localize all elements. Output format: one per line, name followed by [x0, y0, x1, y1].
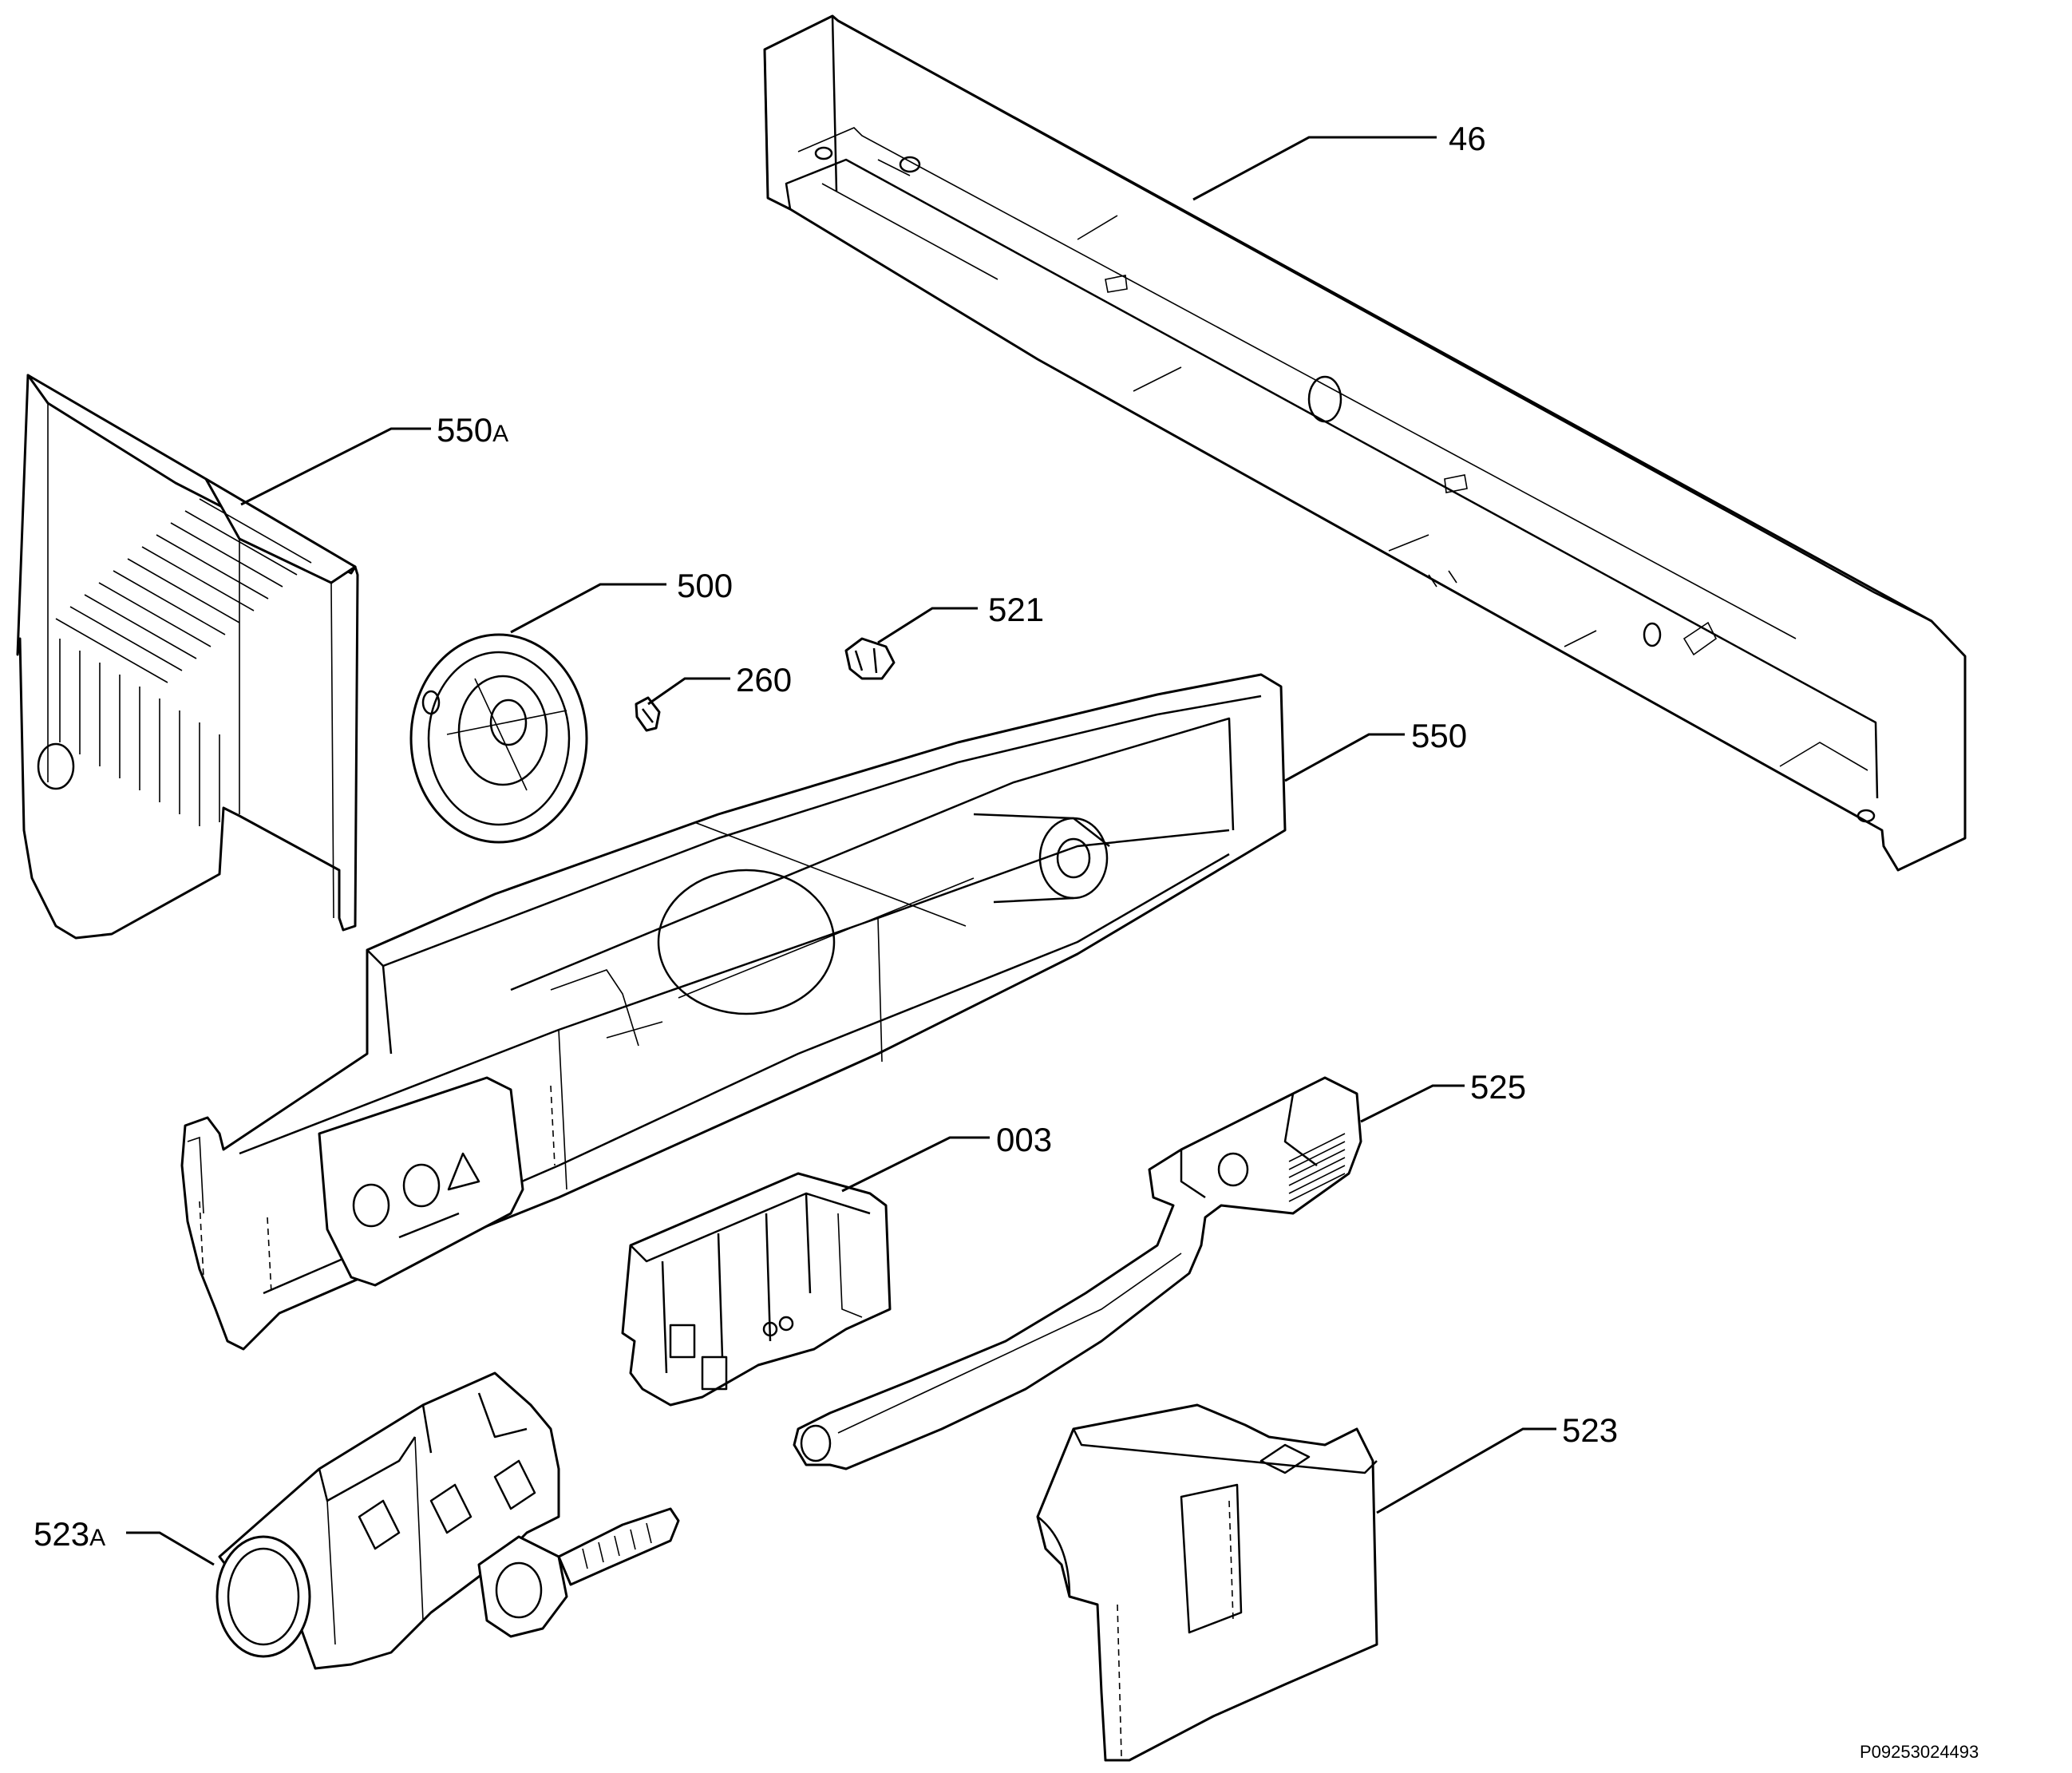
leader-550a	[240, 427, 431, 506]
leader-46	[1192, 136, 1437, 201]
label-550a: 550A	[437, 411, 508, 449]
part-550-main-housing	[180, 673, 1287, 1351]
leader-550	[1284, 733, 1405, 782]
leader-260	[647, 677, 730, 706]
leader-500	[510, 583, 666, 634]
part-525-lever-arm	[793, 1076, 1362, 1470]
part-521-clip	[844, 637, 896, 680]
reference-code: P09253024493	[1860, 1742, 1979, 1762]
part-523a-switch-assembly	[216, 1371, 680, 1670]
leader-521	[877, 607, 978, 644]
label-523a: 523A	[34, 1515, 105, 1553]
label-550: 550	[1411, 717, 1467, 754]
leader-523	[1376, 1427, 1556, 1514]
part-523-bracket-cover	[1036, 1403, 1378, 1762]
leader-523a	[126, 1531, 215, 1566]
leader-003	[841, 1136, 990, 1193]
leader-lines	[126, 136, 1556, 1566]
leader-525	[1360, 1084, 1465, 1123]
part-260-spring-pin	[635, 696, 661, 732]
label-260: 260	[736, 661, 792, 699]
label-46: 46	[1449, 120, 1486, 157]
label-523: 523	[1562, 1411, 1618, 1449]
label-500: 500	[677, 567, 733, 604]
label-521: 521	[988, 591, 1044, 628]
part-500-knob	[409, 633, 588, 844]
part-550a-grille-cover	[16, 374, 359, 940]
part-46-cover-panel	[763, 14, 1967, 872]
part-labels: 46 550A 500 521 260 550 525 003 523 523A…	[34, 120, 1979, 1762]
label-003: 003	[996, 1121, 1052, 1158]
label-525: 525	[1470, 1068, 1526, 1106]
part-003-thermostat	[621, 1172, 892, 1407]
